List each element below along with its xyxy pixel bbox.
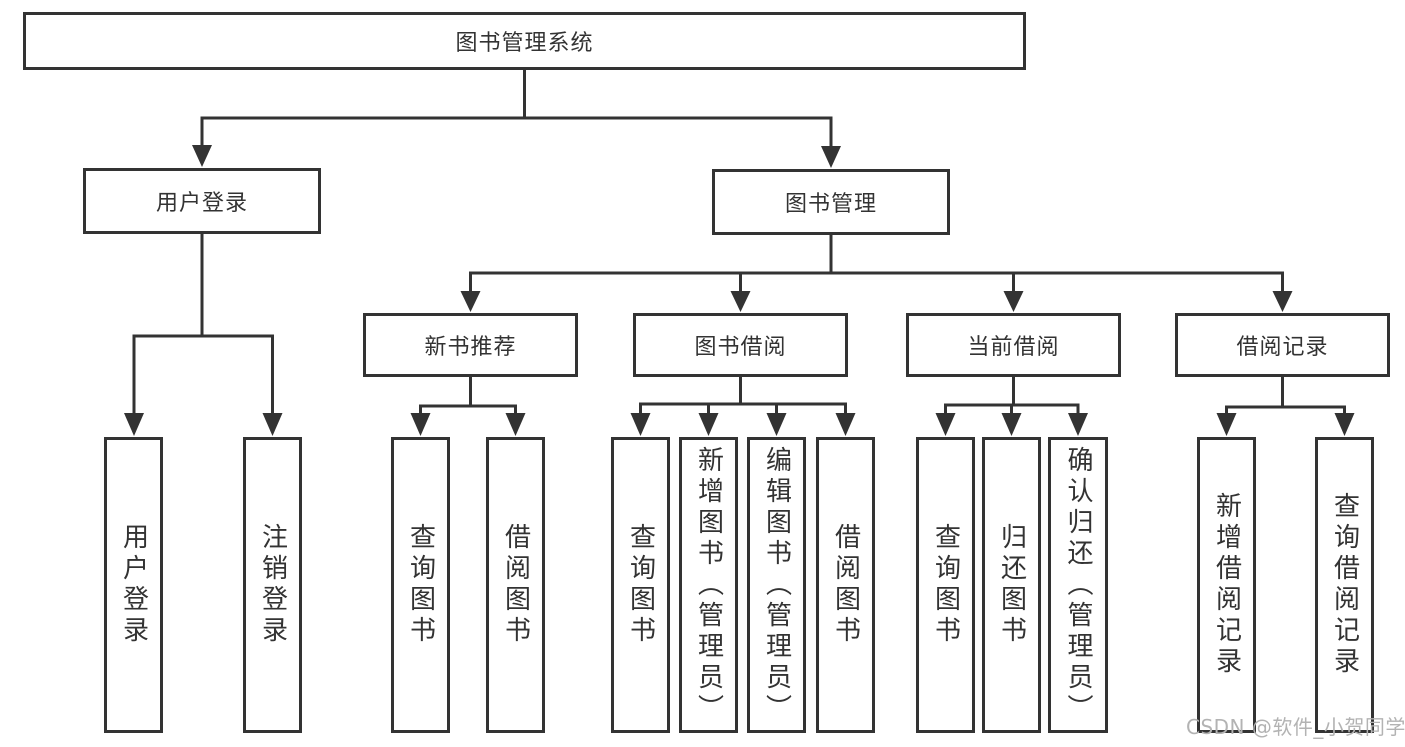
watermark-text: CSDN @软件_小贺同学 (1186, 715, 1405, 739)
node-current-borrowing: 当前借阅 (906, 313, 1121, 377)
leaf-query-books-recommend: 查询图书 (391, 437, 450, 733)
node-label: 图书管理 (784, 192, 877, 217)
leaf-label: 查询图书 (625, 523, 656, 647)
node-new-book-recommendation: 新书推荐 (363, 313, 578, 377)
leaf-label: 新增图书（管理员） (693, 445, 724, 725)
leaf-query-borrow-record: 查询借阅记录 (1315, 437, 1374, 733)
leaf-label: 用户登录 (118, 523, 149, 647)
leaf-label: 新增借阅记录 (1211, 492, 1242, 678)
leaf-borrow-books-borrowing: 借阅图书 (816, 437, 875, 733)
leaf-label: 注销登录 (257, 523, 288, 647)
node-book-management: 图书管理 (712, 169, 950, 235)
leaf-confirm-return-admin: 确认归还（管理员） (1048, 437, 1108, 733)
node-label: 用户登录 (155, 191, 248, 216)
leaf-return-books: 归还图书 (982, 437, 1041, 733)
leaf-query-books-borrowing: 查询图书 (611, 437, 670, 733)
leaf-label: 编辑图书（管理员） (761, 445, 792, 725)
leaf-label: 借阅图书 (500, 523, 531, 647)
leaf-add-borrow-record: 新增借阅记录 (1197, 437, 1256, 733)
node-label: 新书推荐 (424, 335, 517, 360)
node-library-management-system: 图书管理系统 (23, 12, 1026, 70)
leaf-label: 查询图书 (405, 523, 436, 647)
node-label: 当前借阅 (967, 335, 1060, 360)
leaf-logout: 注销登录 (243, 437, 302, 733)
leaf-label: 确认归还（管理员） (1063, 445, 1093, 725)
leaf-edit-books-admin: 编辑图书（管理员） (747, 437, 806, 733)
leaf-query-books-current: 查询图书 (916, 437, 975, 733)
leaf-label: 查询图书 (930, 523, 961, 647)
node-user-login: 用户登录 (83, 168, 321, 234)
node-label: 图书借阅 (694, 335, 787, 360)
leaf-label: 归还图书 (996, 523, 1027, 647)
leaf-borrow-books-recommend: 借阅图书 (486, 437, 545, 733)
node-borrowing-records: 借阅记录 (1175, 313, 1390, 377)
leaf-label: 查询借阅记录 (1329, 492, 1360, 678)
node-book-borrowing: 图书借阅 (633, 313, 848, 377)
leaf-add-books-admin: 新增图书（管理员） (679, 437, 738, 733)
leaf-user-login: 用户登录 (104, 437, 163, 733)
leaf-label: 借阅图书 (830, 523, 861, 647)
node-label: 借阅记录 (1236, 335, 1329, 360)
node-label: 图书管理系统 (455, 31, 594, 56)
